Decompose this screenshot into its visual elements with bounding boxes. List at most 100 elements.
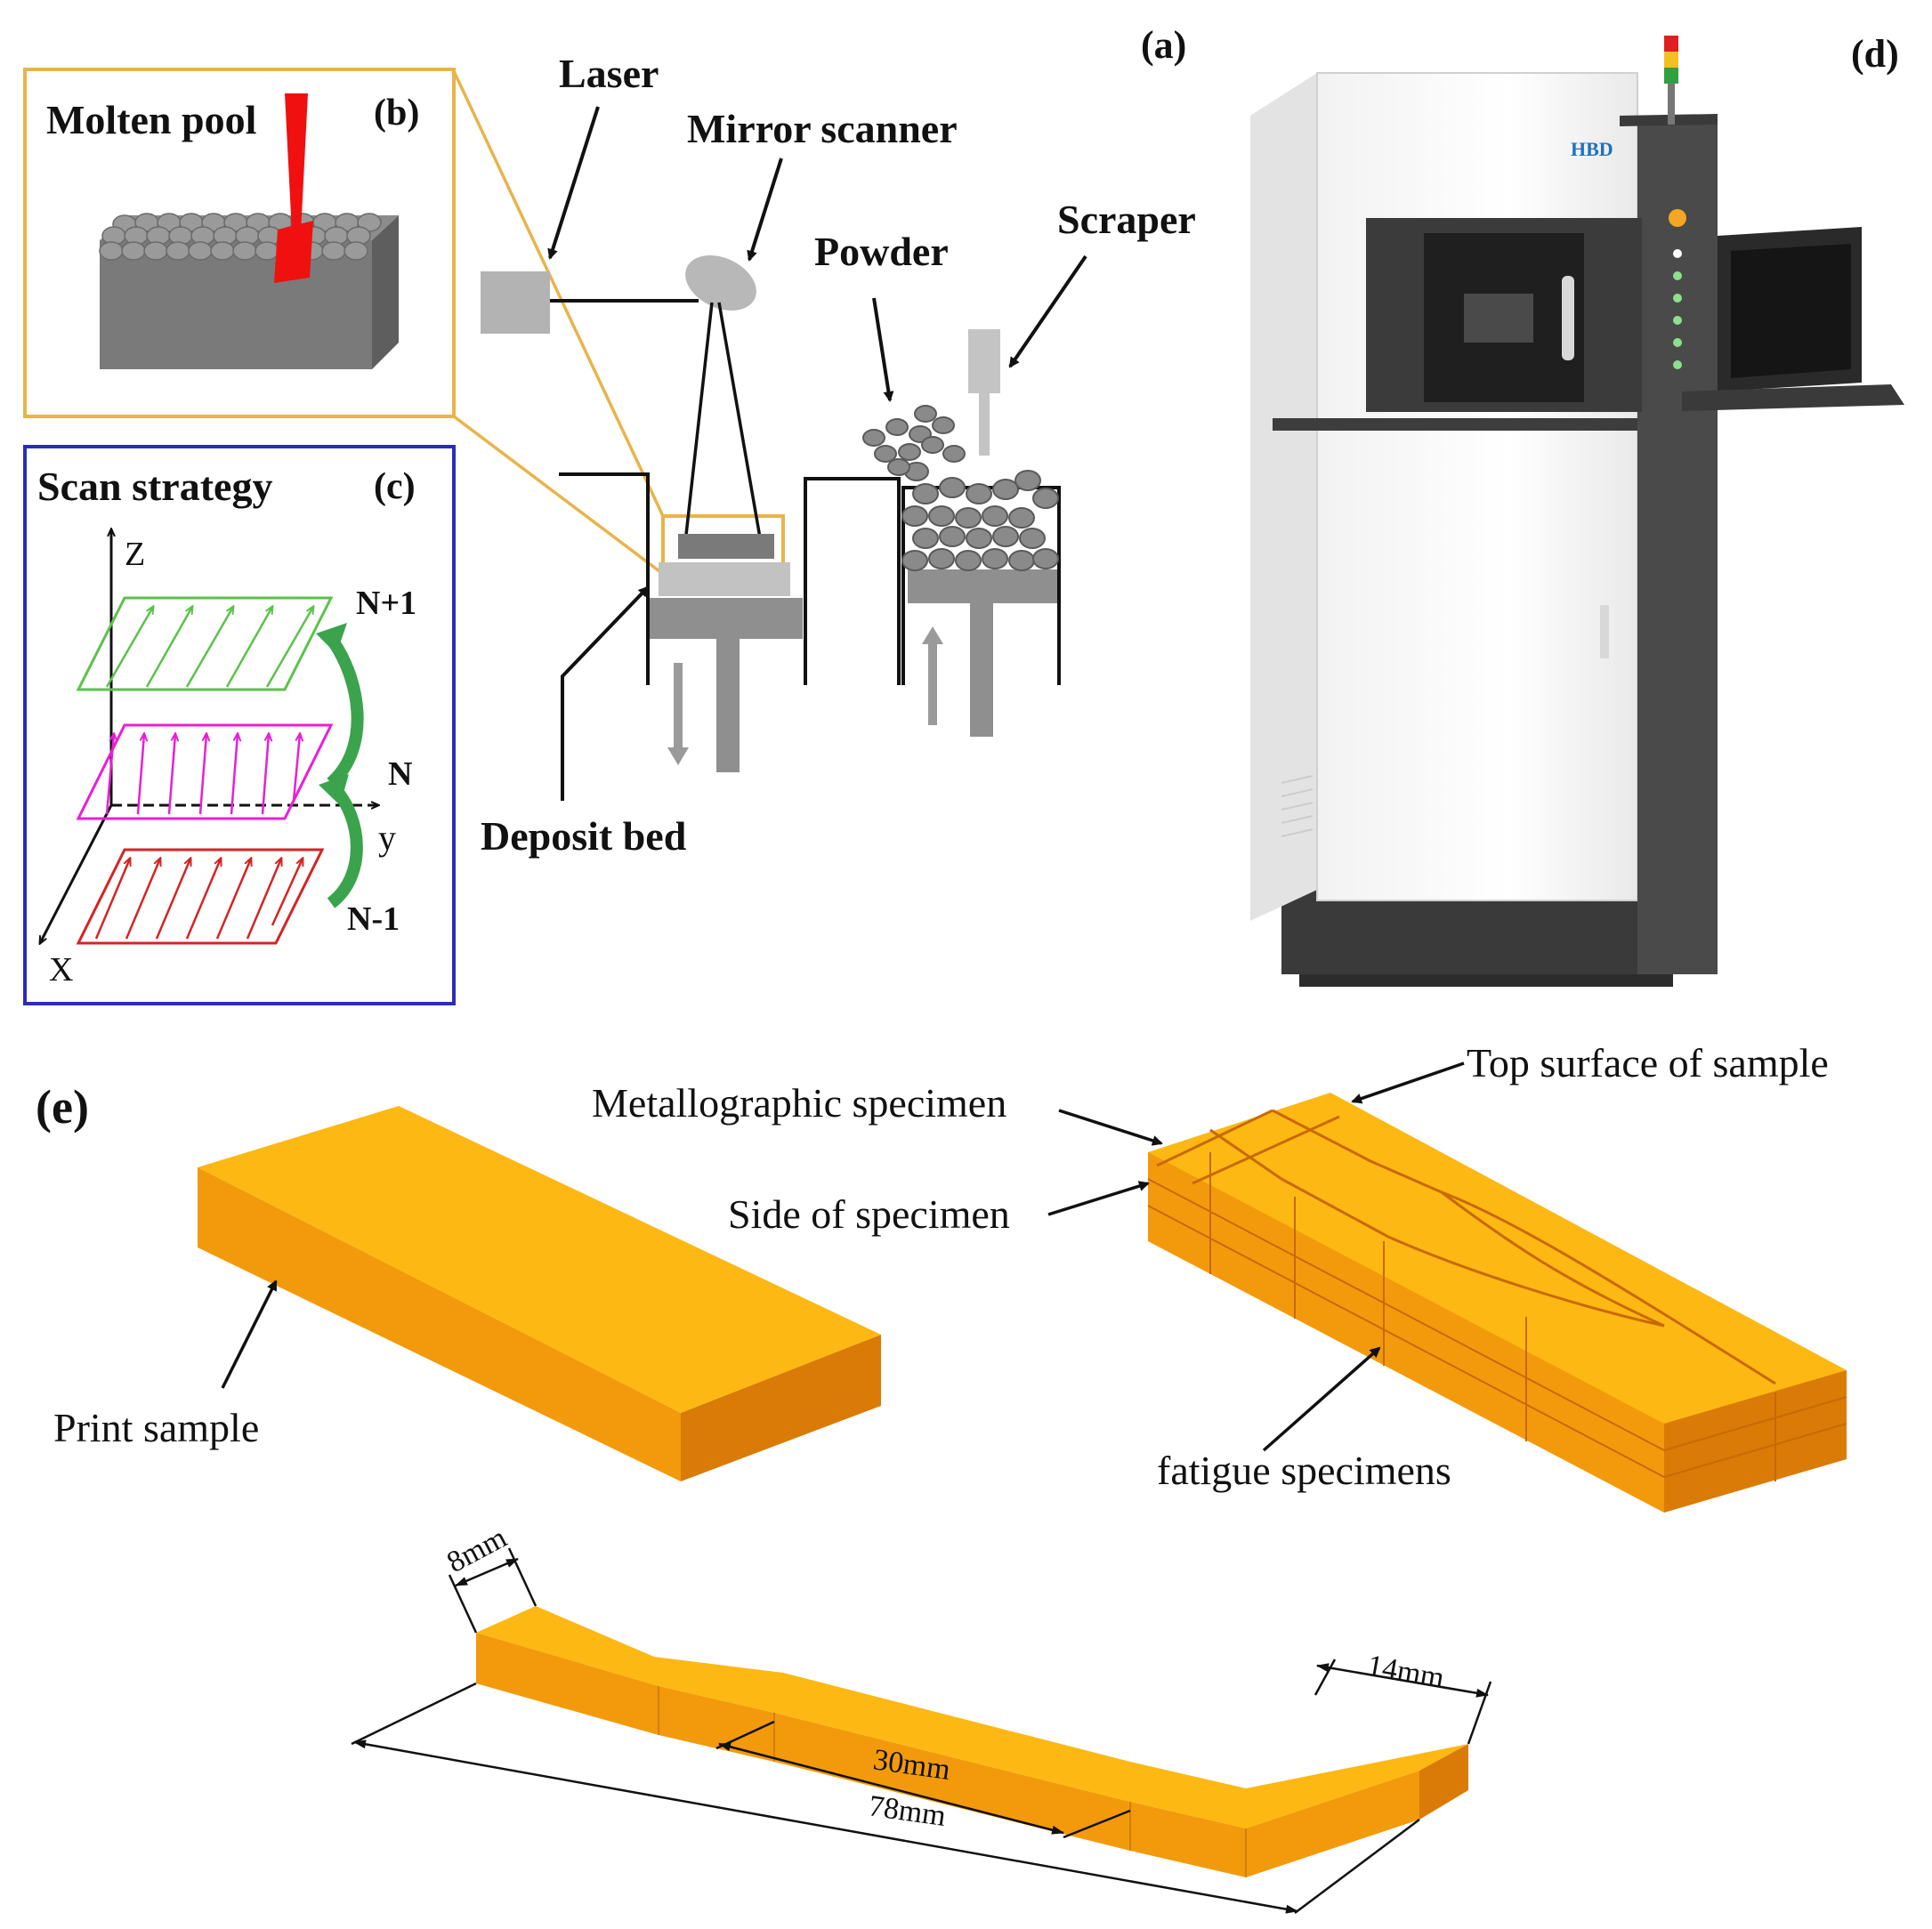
machine-vents [1281, 775, 1314, 837]
build-piston [716, 639, 740, 772]
up-arrow-head [922, 626, 943, 644]
signal-tower-yellow [1664, 52, 1678, 68]
dogbone-top [476, 1606, 1468, 1828]
print-sample-front [198, 1167, 681, 1481]
deposit-bed-label: Deposit bed [481, 813, 687, 859]
scraper-blade [979, 393, 990, 456]
panel-e: (e) Print sample [36, 1040, 1847, 1914]
top-surface-pointer [1351, 1061, 1465, 1104]
laser-source [481, 271, 550, 334]
rotate-arrow-2 [327, 783, 363, 908]
down-arrow-head [667, 747, 689, 765]
machine-band [1273, 418, 1637, 431]
powder-platform [908, 569, 1057, 603]
x-axis-label: X [49, 951, 73, 989]
beam-left [683, 302, 714, 544]
panel-c: Scan strategy (c) Z y X N+1 [23, 445, 456, 1005]
chamber-divider [804, 477, 901, 685]
dimension-14mm: 14mm [1314, 1649, 1492, 1745]
panel-d: (d) HBD [1250, 32, 1904, 987]
panel-d-label: (d) [1851, 32, 1899, 76]
signal-tower-green [1664, 68, 1678, 84]
status-light-6 [1673, 338, 1682, 347]
laser-label: Laser [559, 51, 659, 96]
mirror-scanner-label: Mirror scanner [687, 106, 958, 151]
layer-n-plus-1: N+1 [76, 585, 416, 788]
fatigue-pointer [1262, 1346, 1381, 1452]
molten-pool-block [99, 93, 399, 369]
panel-a: (a) Laser Mirror scanner [452, 23, 1196, 859]
metallographic-pointer [1058, 1109, 1163, 1146]
chamber-left-wall [559, 472, 650, 685]
signal-tower-pole [1668, 84, 1675, 125]
panel-c-title: Scan strategy [37, 464, 272, 509]
y-axis-label: y [378, 818, 396, 858]
fatigue-specimens-label: fatigue specimens [1157, 1448, 1451, 1493]
monitor-shelf [1682, 384, 1904, 411]
side-specimen-pointer [1047, 1181, 1150, 1216]
panel-b: Molten pool (b) [23, 68, 456, 418]
cut-block-front [1148, 1152, 1664, 1513]
layer-n-minus-1: N-1 [76, 848, 400, 945]
scraper-label: Scraper [1057, 197, 1196, 242]
top-surface-label: Top surface of sample [1467, 1040, 1829, 1086]
status-light-2 [1673, 249, 1682, 258]
machine-foot [1299, 974, 1673, 987]
layer-n-label: N [388, 755, 412, 793]
powder-piston [970, 603, 993, 737]
mirror-scanner-icon [685, 255, 756, 311]
side-specimen-label: Side of specimen [728, 1191, 1010, 1237]
built-part [678, 534, 774, 559]
panel-e-label: (e) [36, 1080, 89, 1134]
dim-8mm-label: 8mm [441, 1521, 512, 1579]
status-light-1 [1669, 209, 1686, 227]
deposit-bed-pointer [561, 585, 650, 801]
laser-pointer [547, 106, 600, 260]
metallographic-label: Metallographic specimen [592, 1080, 1006, 1126]
rotate-arrow-1 [324, 632, 364, 788]
powder-layer [659, 562, 790, 596]
panel-c-label: (c) [374, 466, 416, 507]
lower-door-handle [1600, 605, 1609, 658]
machine-column [1637, 125, 1718, 974]
machine-body [1316, 72, 1638, 901]
signal-tower-red [1664, 36, 1678, 52]
build-platform [650, 598, 803, 639]
panel-b-frame [23, 68, 456, 418]
powder-label: Powder [814, 229, 949, 274]
status-light-4 [1673, 294, 1682, 303]
dogbone-specimen [476, 1606, 1468, 1877]
layer-n: N [76, 723, 412, 908]
cut-block-top [1148, 1093, 1847, 1433]
print-sample-top [198, 1106, 881, 1413]
layer-n-plus-1-label: N+1 [356, 585, 416, 622]
print-sample-block [198, 1106, 881, 1481]
machine-brand: HBD [1571, 138, 1613, 160]
print-sample-pointer [221, 1279, 278, 1389]
cut-sample-block [1147, 1093, 1847, 1513]
status-light-7 [1673, 360, 1682, 369]
x-axis [40, 804, 113, 943]
machine-side [1250, 73, 1317, 921]
layer-n-minus-1-label: N-1 [347, 900, 400, 938]
beam-right [717, 302, 763, 544]
status-light-3 [1673, 271, 1682, 280]
melt-track [274, 221, 313, 283]
scraper-icon [968, 329, 1000, 393]
print-sample-label: Print sample [53, 1405, 259, 1450]
panel-a-label: (a) [1141, 23, 1186, 67]
zoom-line-bottom [452, 415, 665, 576]
print-sample-end [681, 1335, 881, 1481]
scraper-pointer [1008, 254, 1087, 368]
dogbone-end [1419, 1744, 1468, 1820]
mirror-pointer [747, 157, 783, 262]
zoom-line-top [452, 70, 665, 517]
dim-14mm-label: 14mm [1365, 1649, 1447, 1695]
panel-b-label: (b) [374, 93, 419, 133]
status-light-5 [1673, 316, 1682, 325]
chamber-glass [1464, 294, 1533, 343]
laser-beam [285, 93, 308, 233]
panel-b-title: Molten pool [46, 97, 256, 142]
panel-c-frame [23, 445, 456, 1005]
